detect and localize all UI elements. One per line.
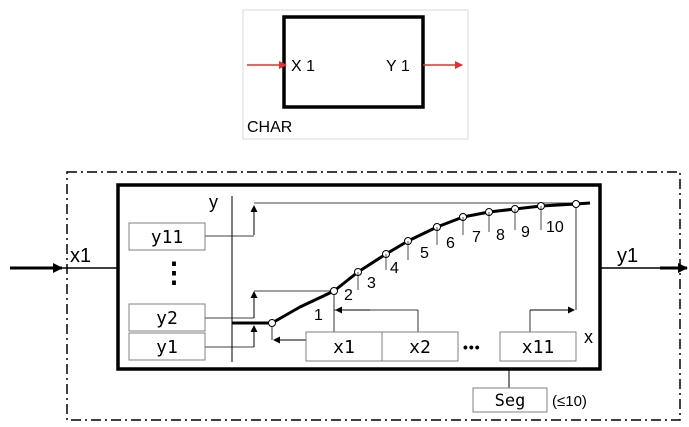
breakpoint[interactable] bbox=[330, 287, 338, 295]
x2-field[interactable]: x2 bbox=[381, 331, 459, 362]
y1-field-label: y1 bbox=[156, 337, 178, 358]
y-fields-ellipsis: ⋮ bbox=[160, 257, 188, 288]
segment-guides bbox=[357, 206, 542, 290]
segment-label: 6 bbox=[446, 235, 455, 252]
seg-limit-label: (≤10) bbox=[552, 393, 587, 410]
y2-field-label: y2 bbox=[156, 308, 178, 329]
y2-field[interactable]: y2 bbox=[128, 303, 206, 332]
segment-label: 9 bbox=[521, 224, 530, 241]
segment-label: 2 bbox=[344, 287, 353, 304]
output-signal-label: y1 bbox=[617, 245, 638, 267]
x-axis-label: x bbox=[584, 327, 593, 347]
y1-field[interactable]: y1 bbox=[128, 332, 206, 361]
block-symbol: X 1 Y 1 CHAR bbox=[242, 9, 469, 140]
segment-label: 7 bbox=[472, 229, 481, 246]
symbol-input-label: X 1 bbox=[291, 58, 315, 75]
char-block[interactable] bbox=[282, 15, 425, 109]
x11-field-label: x11 bbox=[522, 337, 555, 358]
breakpoint[interactable] bbox=[268, 319, 276, 327]
y11-field-label: y11 bbox=[151, 227, 184, 248]
seg-field[interactable]: Seg bbox=[472, 387, 548, 413]
segment-label: 1 bbox=[314, 307, 323, 324]
x-fields-ellipsis: ••• bbox=[463, 339, 481, 355]
breakpoint[interactable] bbox=[572, 200, 580, 208]
x2-field-label: x2 bbox=[409, 337, 431, 358]
segment-label: 10 bbox=[546, 219, 564, 236]
segment-labels: 1 2 3 4 5 6 7 8 9 10 bbox=[314, 219, 564, 324]
block-name-label: CHAR bbox=[247, 119, 292, 136]
y11-field[interactable]: y11 bbox=[128, 222, 206, 251]
x11-field[interactable]: x11 bbox=[499, 331, 577, 362]
segment-label: 3 bbox=[367, 275, 376, 292]
y-axis-label: y bbox=[209, 192, 218, 212]
x1-field-label: x1 bbox=[333, 337, 355, 358]
seg-field-label: Seg bbox=[495, 391, 526, 411]
segment-label: 4 bbox=[390, 260, 399, 277]
x1-field[interactable]: x1 bbox=[305, 331, 383, 362]
input-signal-label: x1 bbox=[70, 245, 91, 267]
segment-label: 8 bbox=[496, 227, 505, 244]
detail-diagram: x1 y1 y y11 ⋮ y2 y1 bbox=[10, 171, 688, 421]
symbol-output-label: Y 1 bbox=[386, 58, 410, 75]
segment-label: 5 bbox=[420, 245, 429, 262]
outer-boundary bbox=[66, 171, 681, 421]
